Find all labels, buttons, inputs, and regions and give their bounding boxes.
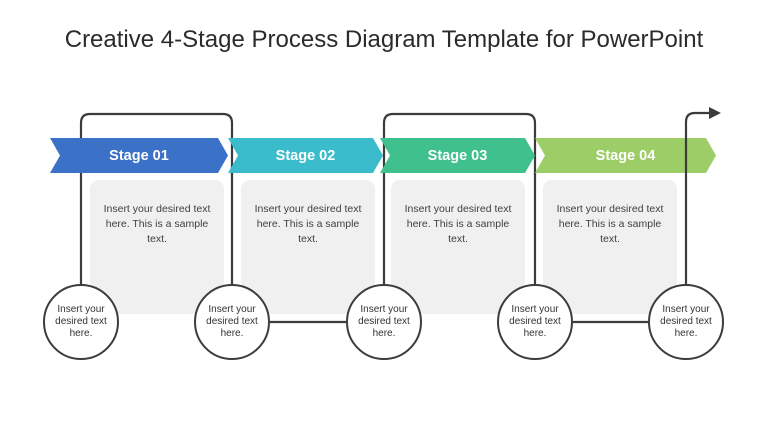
stage-3-label: Stage 03 <box>427 147 488 164</box>
stage-1-label: Stage 01 <box>109 147 169 164</box>
stage-1-card: Insert your desired text here. This is a… <box>90 180 224 314</box>
circle-3: Insert your desired text here. <box>346 284 422 360</box>
circle-4: Insert your desired text here. <box>497 284 573 360</box>
stage-3-text: Insert your desired text here. This is a… <box>404 203 512 245</box>
page-title: Creative 4-Stage Process Diagram Templat… <box>64 26 704 53</box>
stage-1-text: Insert your desired text here. This is a… <box>103 203 211 245</box>
stage-2-chevron: Stage 02 <box>228 138 383 173</box>
circle-4-text: Insert your desired text here. <box>509 304 561 339</box>
stage-2-text: Insert your desired text here. This is a… <box>254 203 362 245</box>
circle-2-text: Insert your desired text here. <box>206 304 258 339</box>
stage-4-label: Stage 04 <box>595 147 656 164</box>
stage-2-label: Stage 02 <box>275 147 336 164</box>
circle-1-text: Insert your desired text here. <box>55 304 107 339</box>
circle-5-text: Insert your desired text here. <box>660 304 712 339</box>
stage-3-chevron: Stage 03 <box>380 138 535 173</box>
arrowhead-icon <box>709 107 721 119</box>
stage-2-card: Insert your desired text here. This is a… <box>241 180 375 314</box>
stage-1-chevron: Stage 01 <box>50 138 228 173</box>
stage-4-text: Insert your desired text here. This is a… <box>556 203 664 245</box>
stage-4-chevron: Stage 04 <box>535 138 716 173</box>
circle-3-text: Insert your desired text here. <box>358 304 410 339</box>
circle-5: Insert your desired text here. <box>648 284 724 360</box>
stage-4-card: Insert your desired text here. This is a… <box>543 180 677 314</box>
stage-3-card: Insert your desired text here. This is a… <box>391 180 525 314</box>
circle-1: Insert your desired text here. <box>43 284 119 360</box>
circle-2: Insert your desired text here. <box>194 284 270 360</box>
